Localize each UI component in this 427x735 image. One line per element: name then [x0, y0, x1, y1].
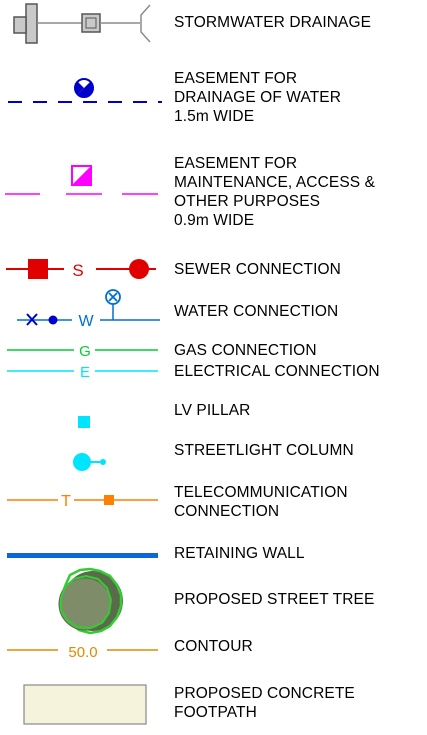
label-contour: CONTOUR — [174, 638, 253, 655]
label-maintenance-easement: EASEMENT FOR MAINTENANCE, ACCESS & OTHER… — [174, 155, 376, 229]
label-concrete-footpath: PROPOSED CONCRETE FOOTPATH — [174, 685, 355, 721]
streetlight-column-symbol — [73, 453, 106, 471]
circle-half-filled-icon — [74, 78, 94, 98]
contour-symbol: 50.0 — [7, 644, 158, 661]
label-water-connection: WATER CONNECTION — [174, 303, 339, 320]
label-gas-connection: GAS CONNECTION — [174, 342, 317, 359]
lv-pillar-symbol — [78, 416, 90, 428]
label-electrical-connection: ELECTRICAL CONNECTION — [174, 363, 380, 380]
footpath-symbol — [23, 684, 147, 725]
water-connection-symbol: W — [17, 289, 160, 330]
sewer-letter: S — [72, 261, 83, 280]
street-tree-symbol — [58, 567, 123, 635]
drainage-easement-symbol — [8, 78, 162, 103]
label-telecom-connection: TELECOMMUNICATION CONNECTION — [174, 484, 348, 520]
maintenance-easement-symbol — [5, 165, 158, 195]
label-street-tree: PROPOSED STREET TREE — [174, 591, 375, 608]
label-streetlight-column: STREETLIGHT COLUMN — [174, 442, 354, 459]
water-letter: W — [78, 313, 94, 330]
square-half-filled-icon — [71, 165, 92, 186]
valve-x-circle-icon — [105, 289, 121, 305]
electrical-connection-symbol: E — [7, 364, 158, 381]
legend-symbols: S W G E — [5, 3, 162, 725]
sewer-connection-symbol: S — [6, 259, 156, 280]
label-retaining-wall: RETAINING WALL — [174, 545, 305, 562]
gas-connection-symbol: G — [7, 343, 158, 360]
telecom-letter: T — [61, 493, 71, 510]
label-lv-pillar: LV PILLAR — [174, 402, 251, 419]
label-drainage-easement: EASEMENT FOR DRAINAGE OF WATER 1.5m WIDE — [174, 70, 342, 125]
telecom-connection-symbol: T — [7, 493, 158, 510]
contour-value: 50.0 — [68, 644, 97, 661]
gas-letter: G — [79, 343, 91, 360]
stormwater-drainage-symbol — [13, 3, 151, 44]
label-sewer-connection: SEWER CONNECTION — [174, 261, 341, 278]
retaining-wall-symbol — [7, 553, 158, 558]
electrical-letter: E — [80, 364, 90, 381]
label-stormwater-drainage: STORMWATER DRAINAGE — [174, 14, 372, 31]
